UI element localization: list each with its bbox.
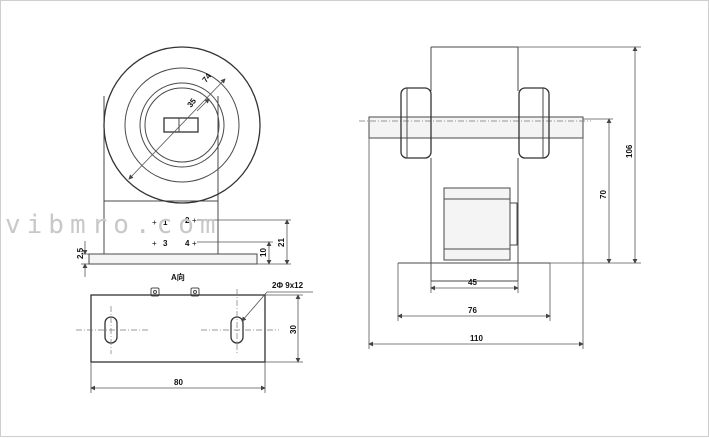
mounting-plate xyxy=(90,294,266,363)
dim-center-height: 21 xyxy=(277,238,286,247)
view-label-a: A向 xyxy=(171,272,185,282)
outer-diameter-label: 74 xyxy=(200,71,213,84)
ring-inner-edge xyxy=(124,67,240,183)
outer-ring xyxy=(103,46,261,204)
terminal-1: 1 xyxy=(163,218,168,227)
dim-terminal-height: 10 xyxy=(259,248,268,257)
svg-text:+: + xyxy=(192,239,197,248)
dim-box-width: 45 xyxy=(468,278,477,287)
terminal-box xyxy=(443,187,511,261)
terminal-3: 3 xyxy=(163,239,168,248)
side-view: 106 70 45 76 110 xyxy=(359,46,641,349)
terminal-2: 2 xyxy=(185,216,190,225)
end-cap-right xyxy=(518,87,550,159)
outer-diameter-leader xyxy=(128,78,226,180)
conductor-bar xyxy=(368,116,584,139)
svg-text:+: + xyxy=(152,239,157,248)
dim-overall-width: 110 xyxy=(470,334,483,343)
body-top xyxy=(430,46,519,91)
inner-diameter-label: 35 xyxy=(185,96,198,109)
front-view: 74 35 + + 1 2 3 4 + + 21 10 2.5 xyxy=(76,46,291,277)
terminal-4: 4 xyxy=(185,239,190,248)
dim-base-thickness: 2.5 xyxy=(76,247,85,259)
holes-spec: 2Φ 9x12 xyxy=(272,281,304,290)
dim-length: 80 xyxy=(174,378,183,387)
dim-total-height: 106 xyxy=(625,144,634,158)
watermark: vibmro.com xyxy=(5,210,222,240)
dim-base-width: 76 xyxy=(468,306,477,315)
inner-diameter-leader xyxy=(196,98,210,112)
dim-body-height: 70 xyxy=(599,190,608,199)
bottom-view: A向 2Φ 9x12 30 80 xyxy=(76,272,313,393)
dim-width: 30 xyxy=(289,325,298,334)
svg-text:+: + xyxy=(192,216,197,225)
svg-text:+: + xyxy=(152,218,157,227)
base-plate xyxy=(88,253,258,265)
end-cap-left xyxy=(400,87,432,159)
